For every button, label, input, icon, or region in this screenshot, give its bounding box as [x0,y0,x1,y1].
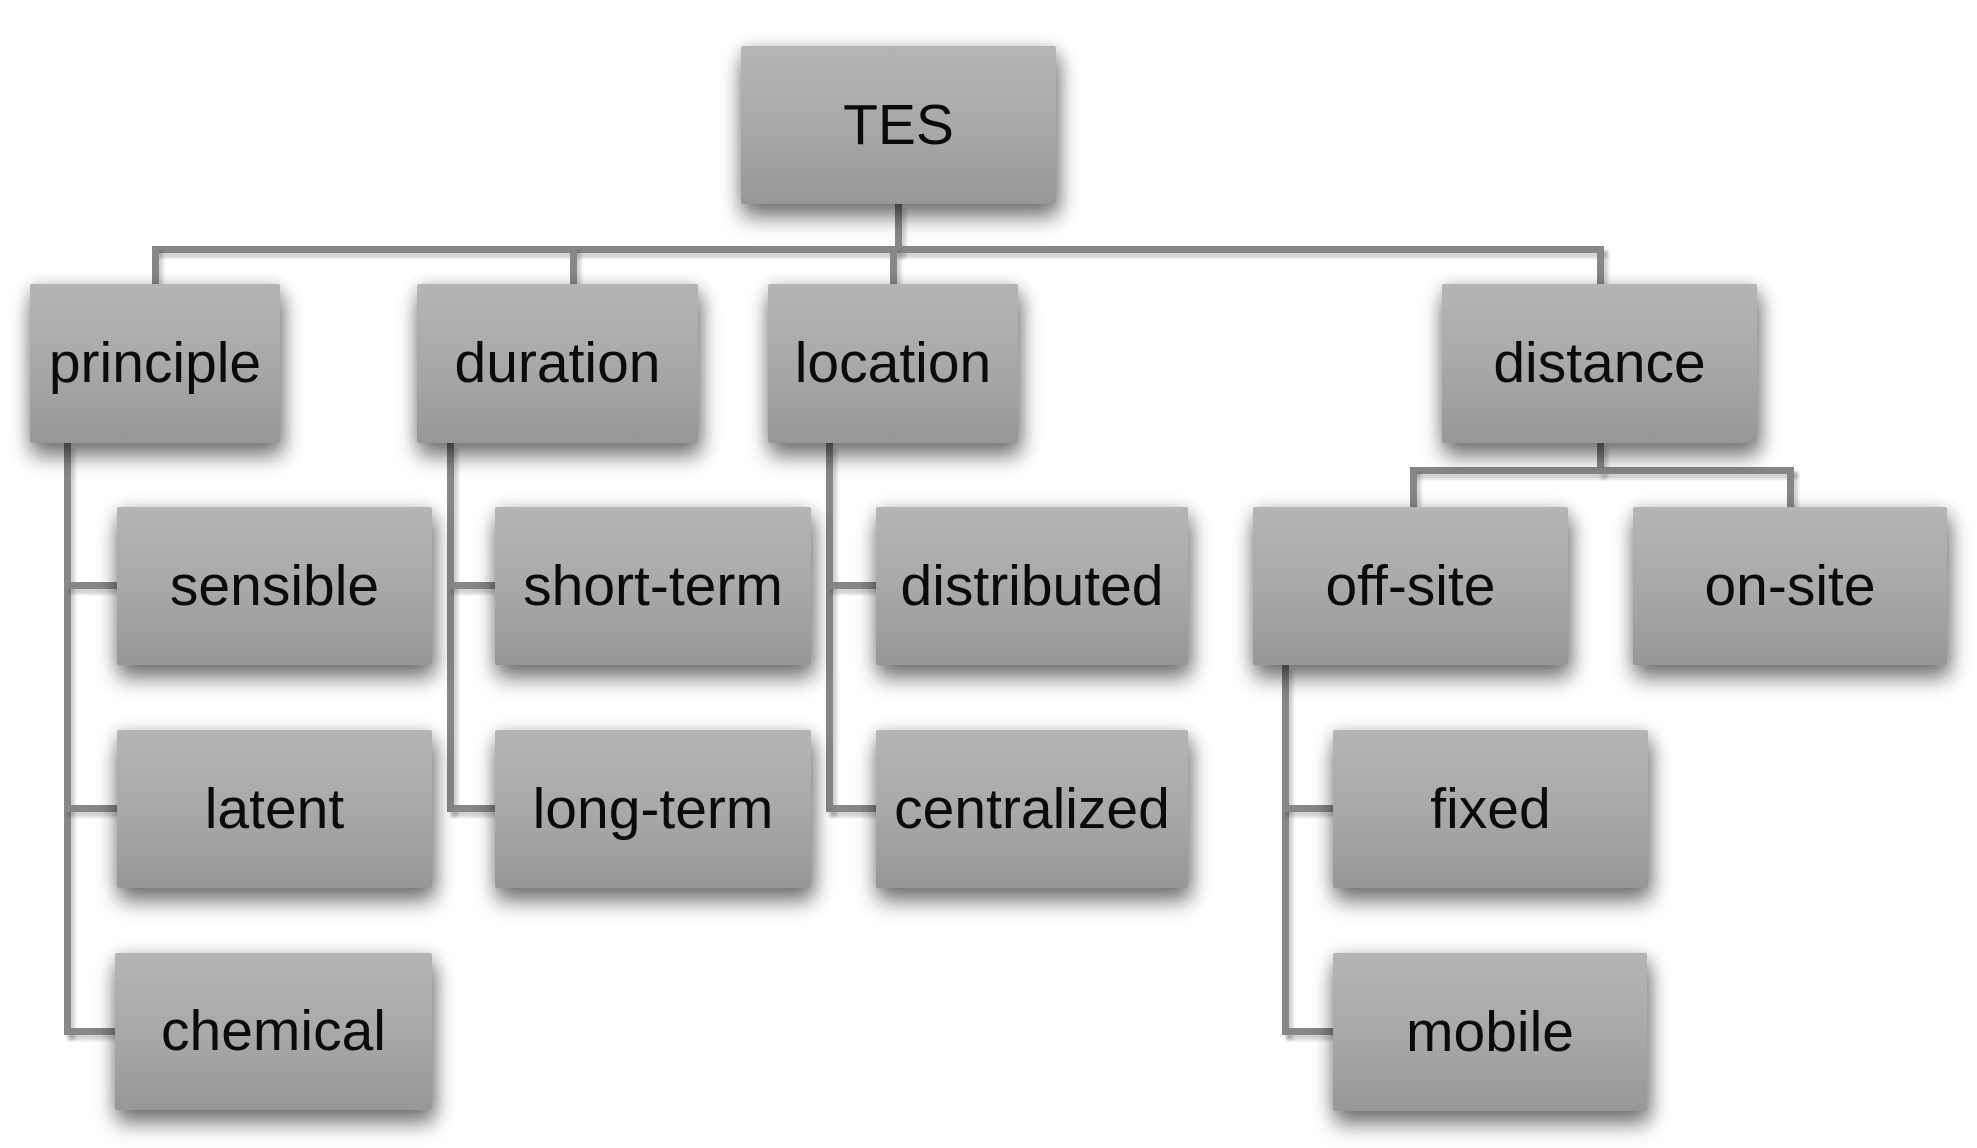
connector-stub-long-term [447,805,497,812]
node-principle: principle [30,284,280,443]
connector-stub-short-term [447,582,497,589]
node-tes: TES [741,46,1056,204]
node-distance: distance [1442,284,1757,443]
connector-stub-latent [64,805,119,812]
connector-tes-trunk [895,204,902,253]
connector-stub-fixed [1282,805,1335,812]
node-chemical: chemical [115,953,432,1110]
connector-distance-bar [1410,467,1794,474]
connector-stub-centralized [826,805,878,812]
node-short-term: short-term [495,507,811,665]
node-sensible: sensible [117,507,432,665]
connector-stub-chemical [64,1028,119,1035]
connector-stub-on-site [1787,467,1794,509]
node-off-site: off-site [1253,507,1568,665]
node-long-term: long-term [495,730,811,888]
connector-stub-mobile [1282,1028,1335,1035]
node-distributed: distributed [876,507,1188,665]
connector-stub-sensible [64,582,119,589]
node-on-site: on-site [1633,507,1947,665]
connector-principle-vertical [64,443,71,1035]
node-centralized: centralized [876,730,1188,888]
node-location: location [768,284,1018,443]
connector-location-vertical [826,443,833,812]
node-fixed: fixed [1333,730,1648,888]
connector-stub-distributed [826,582,878,589]
node-mobile: mobile [1333,953,1647,1111]
node-duration: duration [417,284,698,443]
connector-stub-distance [1597,246,1604,286]
connector-duration-vertical [447,443,454,812]
node-latent: latent [117,730,432,888]
connector-stub-off-site [1410,467,1417,509]
connector-stub-location [890,246,897,286]
connector-top-bar [152,246,1604,253]
connector-stub-principle [152,246,159,286]
connector-distance-trunk [1597,443,1604,474]
connector-off-site-vertical [1282,665,1289,1035]
connector-stub-duration [570,246,577,286]
